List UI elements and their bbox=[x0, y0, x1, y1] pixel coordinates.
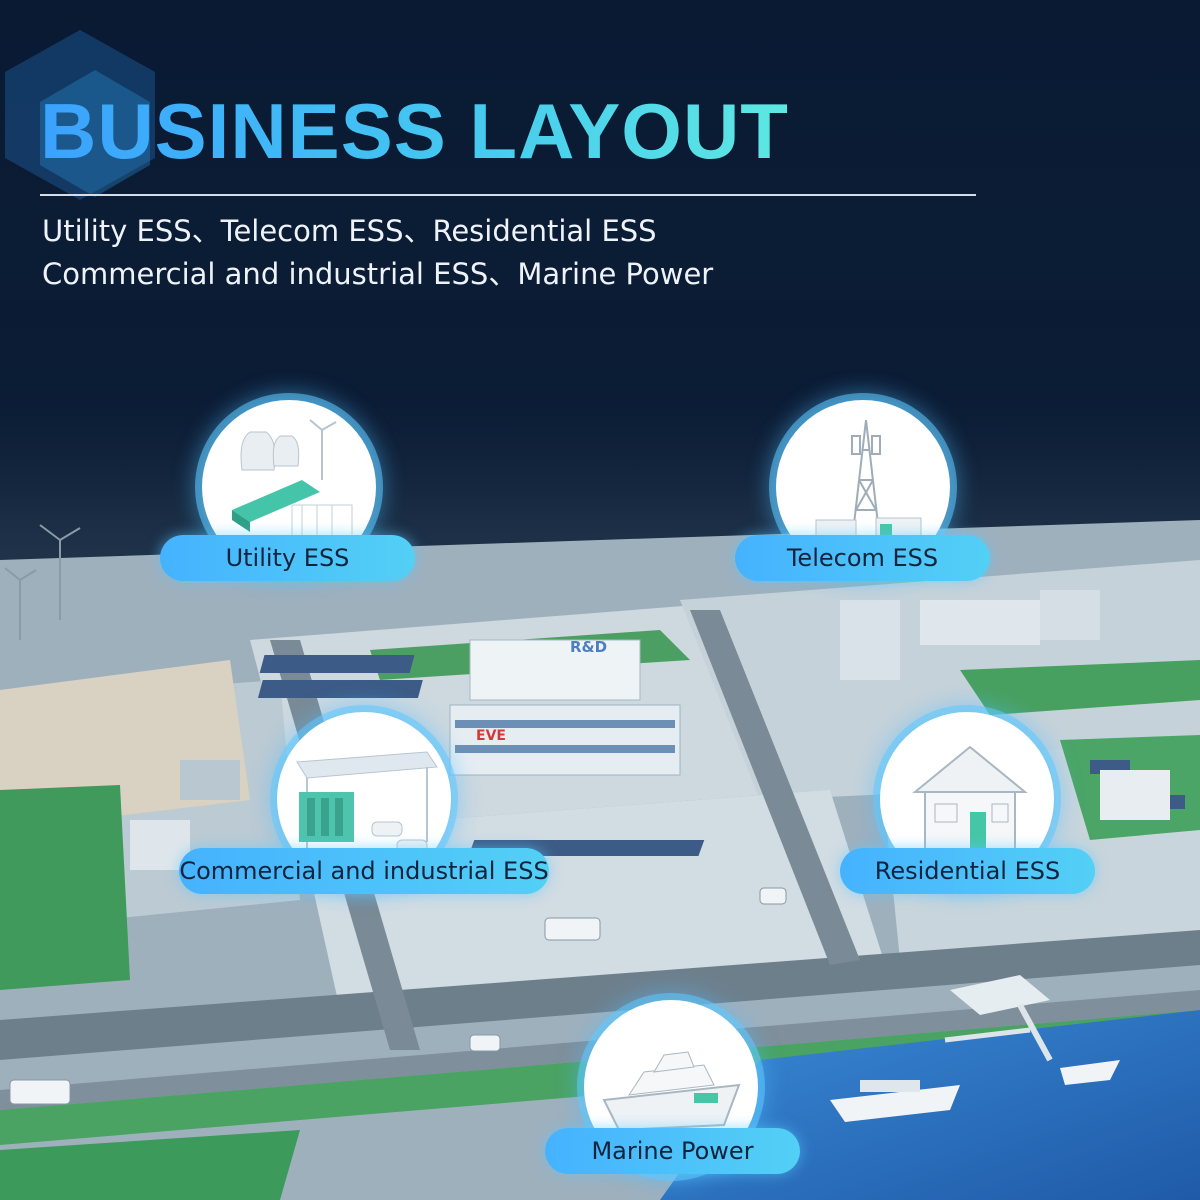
hexagon-decoration-icon bbox=[5, 30, 155, 200]
rd-sign: R&D bbox=[570, 638, 607, 656]
marine-power-label: Marine Power bbox=[545, 1128, 800, 1174]
subtitle-line-2: Commercial and industrial ESS、Marine Pow… bbox=[42, 257, 714, 291]
utility-ess-label: Utility ESS bbox=[160, 535, 415, 581]
telecom-ess-label: Telecom ESS bbox=[735, 535, 990, 581]
page-title: BUSINESS LAYOUT bbox=[40, 87, 789, 175]
title-divider bbox=[40, 194, 976, 196]
residential-ess-label: Residential ESS bbox=[840, 848, 1095, 894]
commercial-industrial-ess-label: Commercial and industrial ESS bbox=[179, 848, 549, 894]
subtitle-line-1: Utility ESS、Telecom ESS、Residential ESS bbox=[42, 214, 657, 248]
company-sign: EVE bbox=[476, 728, 506, 744]
